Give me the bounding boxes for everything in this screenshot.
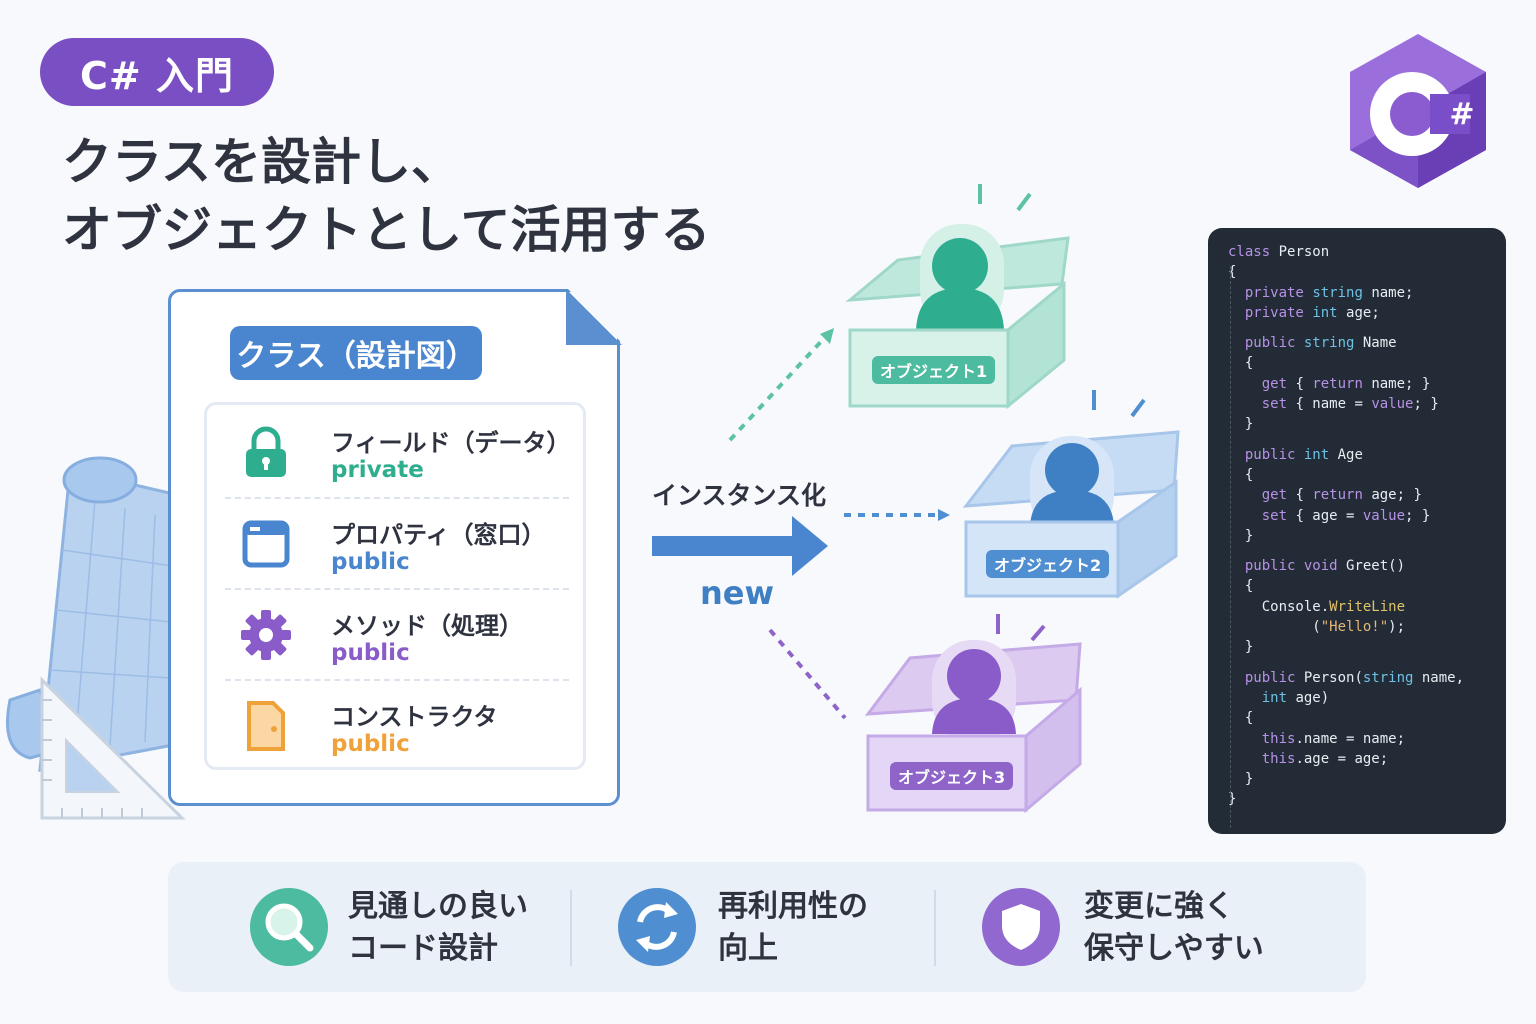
page-fold-icon	[566, 287, 624, 345]
member-modifier: public	[331, 731, 410, 757]
benefit-divider	[570, 890, 572, 966]
code-line: public void Greet()	[1244, 558, 1406, 575]
code-line: private string name;	[1244, 284, 1414, 301]
recycle-icon	[618, 888, 696, 966]
code-line: }	[1228, 791, 1237, 808]
code-line: public int Age	[1244, 446, 1363, 463]
person-box-icon	[962, 390, 1180, 599]
code-line: }	[1228, 771, 1254, 788]
code-line: }	[1228, 527, 1254, 544]
code-body: class Person { private string name; priva…	[1228, 242, 1506, 810]
benefit-maintainability: 変更に強く 保守しやすい	[982, 862, 1322, 992]
main-arrow-head	[792, 516, 828, 576]
object-label: オブジェクト2	[986, 550, 1110, 578]
code-line: set { age = value; }	[1261, 507, 1431, 524]
indent-guide	[1230, 266, 1231, 828]
code-panel: class Person { private string name; priva…	[1208, 228, 1506, 834]
object-3: オブジェクト3	[856, 604, 1096, 834]
code-line: }	[1228, 639, 1254, 656]
code-line: get { return age; }	[1261, 487, 1422, 504]
member-name: フィールド（データ）	[331, 429, 571, 457]
benefit-divider	[934, 890, 936, 966]
member-row-constructor: コンストラクタ public	[207, 679, 583, 769]
code-line: {	[1228, 710, 1254, 727]
member-name: メソッド（処理）	[331, 612, 523, 640]
benefit-line-2: 保守しやすい	[1084, 931, 1264, 966]
class-card-header: クラス（設計図）	[230, 326, 482, 380]
object-label: オブジェクト1	[872, 356, 996, 384]
page-title: クラスを設計し、 オブジェクトとして活用する	[62, 128, 711, 264]
code-line: ("Hello!");	[1228, 619, 1406, 636]
code-line: this.name = name;	[1261, 730, 1406, 747]
row-divider	[225, 497, 569, 499]
title-line-1: クラスを設計し、	[62, 133, 461, 191]
shield-icon	[982, 888, 1060, 966]
code-line: get { return name; }	[1261, 375, 1431, 392]
benefit-reusability: 再利用性の 向上	[618, 862, 938, 992]
window-icon	[242, 520, 290, 568]
code-line: set { name = value; }	[1261, 396, 1439, 413]
code-gap	[1228, 323, 1506, 333]
code-line: {	[1228, 264, 1237, 281]
member-modifier: public	[331, 640, 410, 666]
person-box-icon	[864, 614, 1082, 814]
member-row-property: プロパティ（窓口） public	[207, 497, 583, 587]
code-line: int age)	[1261, 689, 1330, 706]
door-icon	[247, 701, 285, 751]
course-badge: C# 入門	[40, 38, 274, 106]
code-line: Console.WriteLine	[1228, 598, 1406, 615]
code-line: private int age;	[1244, 304, 1380, 321]
benefits-bar: 見通しの良い コード設計 再利用性の 向上 変更に強く 保守しやすい	[168, 862, 1366, 992]
code-gap	[1228, 435, 1506, 445]
csharp-logo-icon: #	[1350, 34, 1486, 188]
member-row-field: フィールド（データ） private	[207, 405, 583, 495]
member-modifier: private	[331, 457, 424, 483]
member-name: プロパティ（窓口）	[331, 521, 546, 549]
object-2: オブジェクト2	[952, 386, 1192, 616]
class-members-list: フィールド（データ） private プロパティ（窓口） public	[204, 402, 586, 770]
lock-icon	[246, 426, 286, 477]
code-gap	[1228, 658, 1506, 668]
code-line: this.age = age;	[1261, 750, 1389, 767]
row-divider	[225, 679, 569, 681]
logo-hash: #	[1449, 97, 1474, 132]
benefit-line-1: 見通しの良い	[348, 889, 528, 924]
arrow-to-object-3	[768, 628, 847, 720]
code-gap	[1228, 546, 1506, 556]
benefit-line-1: 再利用性の	[718, 889, 868, 924]
benefit-readable-design: 見通しの良い コード設計	[250, 862, 570, 992]
code-line: {	[1228, 355, 1254, 372]
arrow-to-object-1	[728, 332, 830, 442]
member-name: コンストラクタ	[331, 703, 498, 731]
object-1: オブジェクト1	[838, 180, 1078, 410]
benefit-line-2: 向上	[718, 931, 778, 966]
gear-icon	[241, 610, 291, 660]
object-label: オブジェクト3	[890, 762, 1014, 790]
code-line: {	[1228, 466, 1254, 483]
title-line-2: オブジェクトとして活用する	[62, 201, 711, 259]
blueprint-roll-icon	[6, 456, 200, 820]
benefit-line-2: コード設計	[348, 931, 498, 966]
benefit-line-1: 変更に強く	[1084, 889, 1234, 924]
member-modifier: public	[331, 549, 410, 575]
member-row-method: メソッド（処理） public	[207, 588, 583, 678]
code-line: public Person(string name,	[1244, 669, 1465, 686]
row-divider	[225, 588, 569, 590]
magnifier-icon	[250, 888, 328, 966]
main-arrow-shaft	[652, 536, 802, 556]
instantiation-label: インスタンス化	[652, 481, 827, 510]
code-line: {	[1228, 578, 1254, 595]
code-line: class Person	[1228, 244, 1330, 260]
new-keyword: new	[700, 574, 775, 612]
code-line: }	[1228, 416, 1254, 433]
instantiation-arrows	[652, 328, 950, 720]
code-line: public string Name	[1244, 335, 1397, 352]
